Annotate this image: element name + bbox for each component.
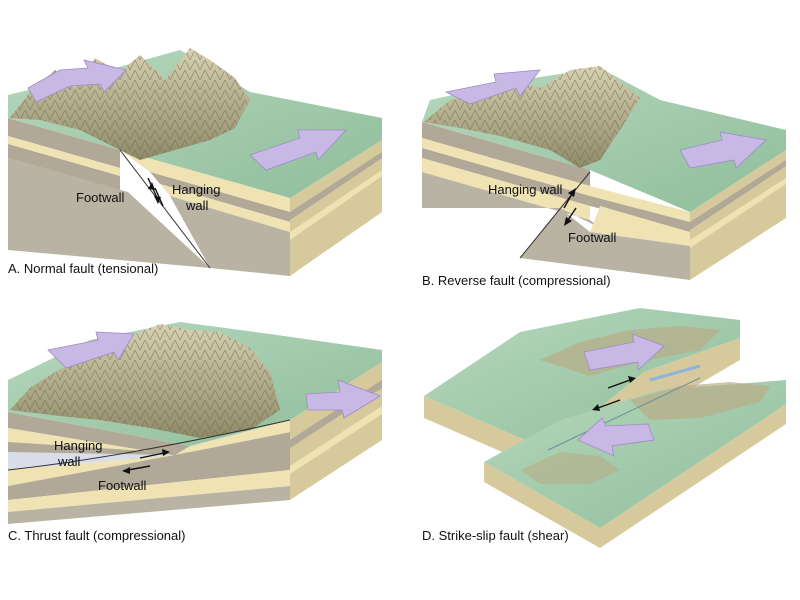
label-footwall: Footwall — [98, 478, 147, 493]
panel-strike-slip-fault: D. Strike-slip fault (shear) — [422, 308, 786, 548]
panel-normal-fault: Footwall Hanging wall A. Normal fault (t… — [8, 48, 382, 276]
caption-d: D. Strike-slip fault (shear) — [422, 528, 569, 543]
label-hanging-wall: Hanging wall — [488, 182, 563, 197]
tension-arrow-left — [27, 59, 127, 103]
label-hanging: Hanging — [54, 438, 102, 453]
footwall-block — [520, 208, 690, 280]
shear-arrow-bottom — [577, 417, 655, 457]
label-footwall: Footwall — [568, 230, 617, 245]
compression-arrow-left — [444, 69, 541, 105]
footwall-block — [8, 118, 210, 268]
slip-arrows — [147, 177, 164, 207]
slip-arrows — [563, 188, 577, 226]
hanging-wall-block — [8, 452, 175, 470]
front-block — [484, 380, 786, 548]
hanging-wall-block — [120, 150, 290, 276]
fault-plane — [7, 419, 291, 471]
panel-thrust-fault: Hanging wall Footwall C. Thrust fault (c… — [7, 322, 382, 543]
hanging-wall-block — [422, 172, 600, 228]
caption-b: B. Reverse fault (compressional) — [422, 273, 611, 288]
fault-plane — [519, 171, 591, 259]
slip-arrows — [122, 449, 170, 474]
shear-arrow-top — [583, 333, 665, 371]
slip-arrows — [592, 376, 636, 411]
caption-c: C. Thrust fault (compressional) — [8, 528, 186, 543]
panel-reverse-fault: Hanging wall Footwall B. Reverse fault (… — [422, 66, 786, 288]
fault-plane — [547, 377, 701, 451]
tension-arrow-right — [249, 129, 347, 171]
fault-plane — [119, 149, 211, 269]
compression-arrow-right — [679, 131, 767, 169]
caption-a: A. Normal fault (tensional) — [8, 261, 158, 276]
compression-arrow-right — [305, 379, 381, 419]
label-wall: wall — [57, 454, 81, 469]
compression-arrow-left — [47, 331, 135, 369]
label-footwall: Footwall — [76, 190, 125, 205]
label-wall: wall — [185, 198, 209, 213]
label-hanging: Hanging — [172, 182, 220, 197]
